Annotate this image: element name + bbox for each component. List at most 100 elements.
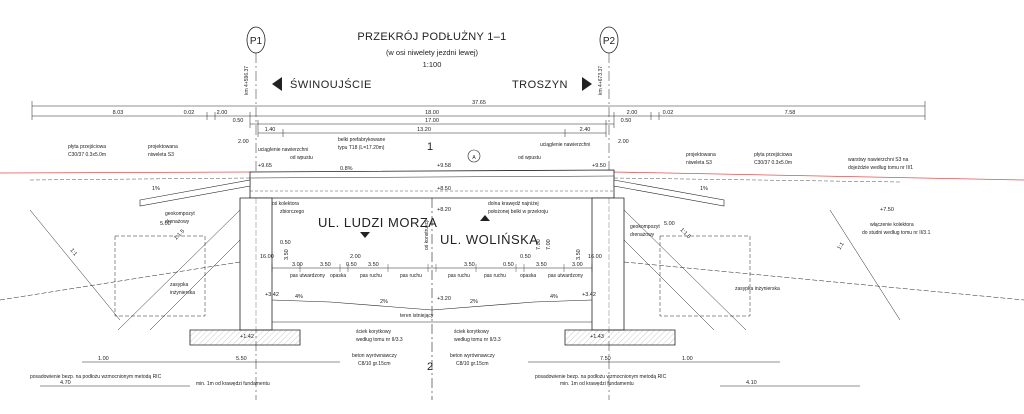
dim-l: 13.20 — [417, 127, 431, 133]
ann-zasypka-left-1: zasypka — [170, 282, 189, 288]
slope-lines — [0, 209, 1024, 331]
level-top-mid: +9.58 — [437, 163, 451, 169]
road-dim-1: 3.00 — [292, 262, 303, 268]
transition-slab-right — [613, 179, 725, 207]
level-mid2: +8.20 — [437, 207, 451, 213]
height-1: 3.50 — [284, 249, 290, 260]
slope-road-right: 2% — [470, 299, 478, 305]
annotations: płyta przejściowa C30/37 0.3x5.0m projek… — [30, 137, 931, 387]
ann-wlacz-1: włączenie kolektora — [870, 222, 914, 228]
span-right: 16.00 — [588, 254, 602, 260]
misc-small-2: 2.00 — [350, 254, 361, 260]
svg-text:ŚWINOUJŚCIE: ŚWINOUJŚCIE — [290, 78, 372, 91]
ann-uc-left-2: od wpustu — [290, 155, 313, 161]
dim-f: 0.02 — [663, 110, 674, 116]
ann-wlacz-2: do studni według tomu nr II/3.1 — [862, 230, 931, 236]
dim-h: 0.50 — [233, 118, 244, 124]
svg-text:TROSZYN: TROSZYN — [512, 79, 568, 91]
slope-right: 1:1.5 — [679, 227, 692, 240]
road-dim-3: 0.50 — [346, 262, 357, 268]
road-below — [271, 198, 593, 400]
bottom-right: 4.10 — [746, 380, 757, 386]
arrow-left-icon — [272, 77, 282, 91]
road-dim-5: 0.50 — [503, 262, 514, 268]
direction-right: TROSZYN — [512, 77, 592, 91]
label-pas-ruchu-3: pas ruchu — [448, 273, 470, 279]
ann-geo-right-1: geokompozyt — [630, 224, 660, 230]
lower-left-1: 1.00 — [98, 356, 109, 362]
label-pas-utw-r: pas utwardzony — [548, 273, 584, 279]
slope-left: 1:1.5 — [173, 229, 186, 242]
ann-geo-right-2: drenażowy — [630, 232, 655, 238]
label-pas-ruchu-4: pas ruchu — [484, 273, 506, 279]
ann-beton-right-2: C8/10 gr.15cm — [456, 361, 489, 367]
ann-plyta-right-2: C30/37 0.3x5.0m — [754, 160, 792, 166]
km-label-p2: km 4+673.37 — [598, 66, 604, 95]
ann-warstwy-2: dojeździe według tomu nr II/1 — [848, 165, 913, 171]
arrow-right-icon — [582, 77, 592, 91]
ann-plyta-right-1: płyta przejściowa — [754, 152, 792, 158]
ann-proj-left-2: niweleta S3 — [148, 152, 174, 158]
ann-proj-left-1: projektowana — [148, 144, 178, 150]
section-mark-bottom: 2 — [427, 361, 433, 373]
ann-sciek-left-1: ściek korytkowy — [356, 329, 392, 335]
dim-b: 0.02 — [184, 110, 195, 116]
km-label-p1: km 4+596.37 — [244, 66, 250, 95]
label-pas-utw-l: pas utwardzony — [290, 273, 326, 279]
road-ticks — [271, 264, 593, 272]
level-low-left: +3.42 — [265, 292, 279, 298]
slope-deck: 0.8% — [340, 166, 353, 172]
slope-top-left: 1% — [152, 186, 160, 192]
abutment-left — [189, 197, 301, 346]
street-right: UL. WOLIŃSKA — [440, 232, 538, 247]
marker-a: A — [467, 149, 481, 163]
svg-text:A: A — [472, 155, 476, 161]
slope-sidewalk-right: 4% — [550, 294, 558, 300]
arrow-up-icon — [480, 215, 490, 221]
ann-pos-right-1: posadowienie bezp. na podłożu wzmocniony… — [535, 374, 667, 380]
lower-dims — [40, 361, 860, 387]
slope-top-right: 1% — [700, 186, 708, 192]
road-dim-6: 3.50 — [464, 262, 475, 268]
ann-belki-2: typu T18 (L=17.20m) — [338, 145, 385, 151]
bottom-left: 4.70 — [60, 380, 71, 386]
label-opaska-r: opaska — [520, 273, 536, 279]
misc-small-3: 0.50 — [520, 254, 531, 260]
label-pas-ruchu-1: pas ruchu — [360, 273, 382, 279]
height-4: 7.00 — [546, 239, 552, 250]
slope-road-left: 2% — [380, 299, 388, 305]
dim-m: 2.40 — [580, 127, 591, 133]
ann-zasypka-left-2: inżynierska — [170, 290, 195, 296]
dimension-lines — [31, 101, 926, 137]
dim-a: 8.03 — [113, 110, 124, 116]
ann-plyta-left-2: C30/37 0.3x5.0m — [68, 152, 106, 158]
ann-plyta-left-1: płyta przejściowa — [68, 144, 106, 150]
lower-left-2: 5.50 — [236, 356, 247, 362]
level-right-far: +7.50 — [880, 207, 894, 213]
road-dim-7: 3.50 — [536, 262, 547, 268]
lower-right-2: 7.50 — [600, 356, 611, 362]
ann-uc-right-1: uciąglenie nawierzchni — [540, 142, 590, 148]
ann-sciek-left-2: według tomu nr II/3.3 — [356, 337, 403, 343]
ann-pos-left-1: posadowienie bezp. na podłożu wzmocniony… — [30, 374, 162, 380]
drawing-scale: 1:100 — [423, 60, 442, 69]
level-mid: +8.50 — [437, 186, 451, 192]
ann-zasypka-right: zasypka inżynierska — [735, 286, 780, 292]
height-2: 3.50 — [576, 249, 582, 260]
section-mark-top: 1 — [427, 141, 433, 153]
label-opaska-l: opaska — [330, 273, 346, 279]
ann-pos-right-2: min. 1m od krawędzi fundamentu — [560, 381, 634, 387]
ann-uc-left-1: uciąglenie nawierzchni — [258, 147, 308, 153]
road-side-left: 5.00 — [160, 221, 171, 227]
svg-text:P2: P2 — [603, 36, 616, 47]
dim-k: 1.40 — [265, 127, 276, 133]
road-dim-2: 3.50 — [320, 262, 331, 268]
level-found-left: +1.42 — [240, 334, 254, 340]
pier-top-left: 2.00 — [238, 139, 249, 145]
ann-sciek-right-2: według tomu nr II/3.3 — [454, 337, 501, 343]
ann-dolna-2: położonej belki w przekroju — [488, 209, 548, 215]
dim-j: 0.50 — [621, 118, 632, 124]
ann-geo-left-2: drenażowy — [165, 219, 190, 225]
ann-od-wpustu-right: od wpustu — [518, 155, 541, 161]
level-low-right: +3.42 — [582, 292, 596, 298]
